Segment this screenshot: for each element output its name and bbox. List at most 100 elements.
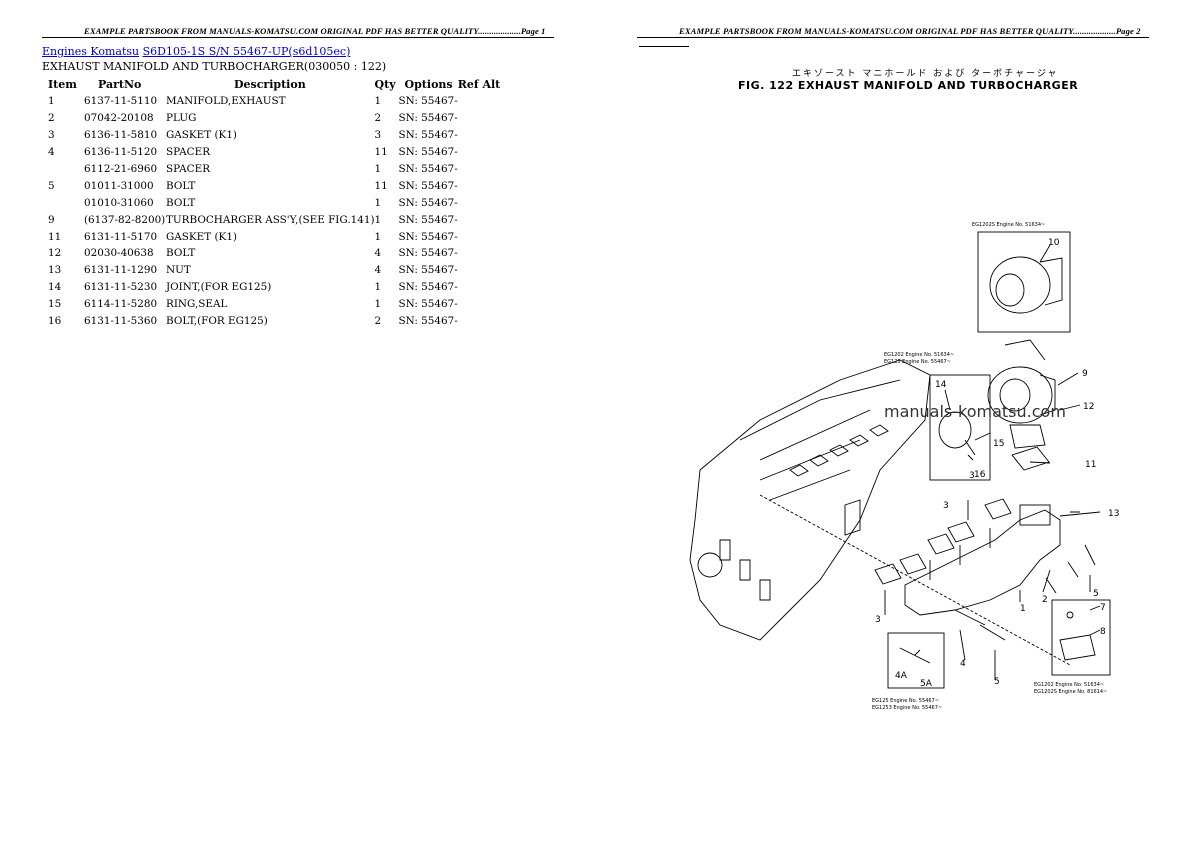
cell-description: TURBOCHARGER ASS'Y,(SEE FIG.141) xyxy=(166,213,375,226)
cell-options: SN: 55467- xyxy=(398,146,458,159)
breadcrumb-engines-link[interactable]: Engines Komatsu xyxy=(42,45,140,58)
cell-item xyxy=(42,161,84,178)
note-78a: EG1202 Engine No. 51634~ xyxy=(1034,682,1104,688)
cell-options: SN: 55467- xyxy=(398,163,458,175)
breadcrumb-model-link[interactable]: S6D105-1S S/N 55467-UP(s6d105ec) xyxy=(142,45,351,58)
page1-header: EXAMPLE PARTSBOOK FROM MANUALS-KOMATSU.C… xyxy=(84,26,546,36)
cell-description: BOLT xyxy=(166,179,196,192)
callout-10: 10 xyxy=(1048,238,1060,248)
cell-qty: 1 xyxy=(374,163,382,175)
table-row: 9 (6137-82-8200)TURBOCHARGER ASS'Y,(SEE F… xyxy=(42,211,500,228)
cell-item xyxy=(42,194,84,211)
callout-labels: 10 9 12 14 15 16 11 13 3 3 3 2 5 7 8 1 4… xyxy=(875,238,1119,689)
callout-11: 11 xyxy=(1085,460,1096,470)
small-bolts xyxy=(1045,511,1096,594)
cell-options: SN: 55467- xyxy=(398,129,458,142)
cell-qty: 4 xyxy=(374,247,382,260)
figure-title: FIG. 122 EXHAUST MANIFOLD AND TURBOCHARG… xyxy=(738,79,1079,92)
cell-item: 13 xyxy=(48,264,62,277)
cell-qty: 11 xyxy=(374,179,388,192)
cell-options: SN: 55467- xyxy=(398,230,458,243)
note-10: EG1202S Engine No. 51634~ xyxy=(972,222,1045,228)
cell-options: SN: 55467- xyxy=(398,95,458,108)
callout-2: 2 xyxy=(1042,595,1048,605)
exhaust-manifold-drawing xyxy=(904,504,1061,616)
cell-partno: 6112-21-6960 xyxy=(84,163,158,175)
callout-5a-box: 5A xyxy=(920,679,933,689)
parts-list-page: Engines Komatsu S6D105-1S S/N 55467-UP(s… xyxy=(42,45,602,329)
callout-3b: 3 xyxy=(943,501,949,511)
callout-leaders xyxy=(884,244,1101,680)
cell-ref-alt xyxy=(458,161,501,178)
cell-ref-alt xyxy=(458,262,501,279)
cell-ref-alt xyxy=(458,228,501,245)
table-row: 01010-31060 BOLT 1 SN: 55467- xyxy=(42,194,500,211)
callout-13: 13 xyxy=(1108,509,1119,519)
col-ref-alt: Ref Alt xyxy=(457,78,501,91)
cell-item: 5 xyxy=(48,179,55,192)
cell-partno: 6131-11-1290 xyxy=(84,264,158,277)
cell-ref-alt xyxy=(458,211,501,228)
cell-partno: 6137-11-5110 xyxy=(84,95,158,108)
breadcrumb: Engines Komatsu S6D105-1S S/N 55467-UP(s… xyxy=(42,45,602,59)
callout-5a: 5 xyxy=(1093,589,1099,599)
callout-14: 14 xyxy=(935,380,947,390)
cell-partno: 02030-40638 xyxy=(84,247,154,260)
cell-item: 15 xyxy=(48,298,62,311)
cell-qty: 2 xyxy=(374,112,382,125)
callout-3a: 3 xyxy=(969,471,975,481)
watermark: manuals-komatsu.com xyxy=(884,402,1066,421)
cell-partno: 6131-11-5230 xyxy=(84,281,158,294)
cell-description: RING,SEAL xyxy=(166,298,228,311)
callout-8: 8 xyxy=(1100,627,1106,637)
cell-partno: 01011-31000 xyxy=(84,179,154,192)
cell-partno: 6136-11-5810 xyxy=(84,129,158,142)
cell-description: SPACER xyxy=(166,163,211,175)
cell-description: BOLT xyxy=(166,247,196,260)
callout-15: 15 xyxy=(993,439,1004,449)
cell-partno: 6136-11-5120 xyxy=(84,146,158,159)
cell-qty: 1 xyxy=(374,196,382,209)
cell-description: PLUG xyxy=(166,112,197,125)
cell-ref-alt xyxy=(458,313,501,330)
col-partno: PartNo xyxy=(98,78,142,91)
note-9a: EG1202 Engine No. 51634~ xyxy=(884,352,954,358)
cell-ref-alt xyxy=(458,93,501,110)
cell-item: 11 xyxy=(48,230,62,243)
page1-header-rule xyxy=(42,37,554,38)
col-item: Item xyxy=(48,78,77,91)
callout-4: 4 xyxy=(960,659,966,669)
cell-item: 16 xyxy=(48,315,62,328)
cell-partno: (6137-82-8200) xyxy=(84,213,166,226)
page2-header-rule xyxy=(637,37,1149,38)
cell-description: NUT xyxy=(166,264,191,277)
cell-options: SN: 55467- xyxy=(398,196,458,209)
cell-options: SN: 55467- xyxy=(398,315,458,328)
note-45b: EG1253 Engine No. 55467~ xyxy=(872,705,942,711)
cell-qty: 2 xyxy=(374,315,382,328)
cell-item: 9 xyxy=(48,213,55,226)
cell-description: BOLT xyxy=(166,196,196,209)
cell-options: SN: 55467- xyxy=(398,213,458,226)
cell-item: 12 xyxy=(48,247,62,260)
cell-ref-alt xyxy=(458,194,501,211)
cell-item: 14 xyxy=(48,281,62,294)
cell-qty: 1 xyxy=(374,213,382,226)
cell-description: JOINT,(FOR EG125) xyxy=(166,281,272,294)
callout-12: 12 xyxy=(1083,402,1094,412)
cell-description: SPACER xyxy=(166,146,211,159)
cell-qty: 1 xyxy=(374,281,382,294)
page2-header: EXAMPLE PARTSBOOK FROM MANUALS-KOMATSU.C… xyxy=(679,26,1141,36)
cell-partno: 6114-11-5280 xyxy=(84,298,158,311)
cell-partno: 01010-31060 xyxy=(84,196,154,209)
cell-partno: 6131-11-5360 xyxy=(84,315,158,328)
cell-options: SN: 55467- xyxy=(398,112,458,125)
cell-ref-alt xyxy=(458,245,501,262)
